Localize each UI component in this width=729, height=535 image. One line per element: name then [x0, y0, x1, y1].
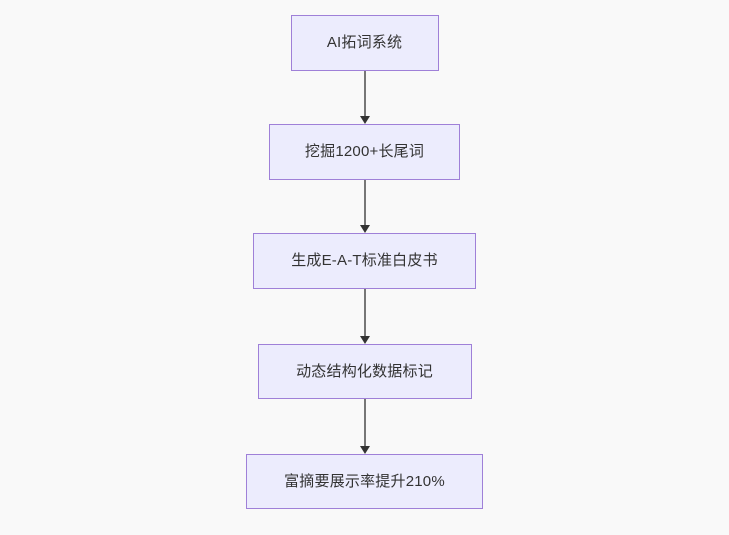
- flowchart-node-label: 挖掘1200+长尾词: [304, 143, 425, 160]
- arrow-stem: [363, 289, 366, 337]
- arrow-stem: [363, 180, 366, 226]
- flowchart-node-generate-eat-whitepaper[interactable]: 生成E-A-T标准白皮书: [253, 233, 476, 289]
- arrow-head-icon: [359, 225, 370, 233]
- flowchart-arrow-0: [359, 71, 371, 124]
- arrow-head-icon: [359, 336, 370, 344]
- flowchart-node-mine-longtail-keywords[interactable]: 挖掘1200+长尾词: [269, 124, 460, 180]
- arrow-head-icon: [359, 116, 370, 124]
- flowchart-node-label: 富摘要展示率提升210%: [284, 472, 445, 490]
- flowchart-arrow-3: [359, 399, 371, 454]
- flowchart-node-label: AI拓词系统: [326, 34, 403, 51]
- arrow-stem: [363, 71, 366, 117]
- flowchart-node-rich-snippet-impression-lift[interactable]: 富摘要展示率提升210%: [246, 454, 483, 509]
- flowchart-arrow-1: [359, 180, 371, 233]
- flowchart-node-label: 生成E-A-T标准白皮书: [291, 252, 438, 269]
- flowchart-node-dynamic-structured-data-markup[interactable]: 动态结构化数据标记: [257, 344, 472, 399]
- arrow-head-icon: [359, 446, 370, 454]
- flowchart-node-label: 动态结构化数据标记: [296, 362, 433, 380]
- flowchart-arrow-2: [359, 289, 371, 344]
- arrow-stem: [363, 399, 366, 447]
- flowchart-node-ai-keyword-system[interactable]: AI拓词系统: [290, 15, 439, 71]
